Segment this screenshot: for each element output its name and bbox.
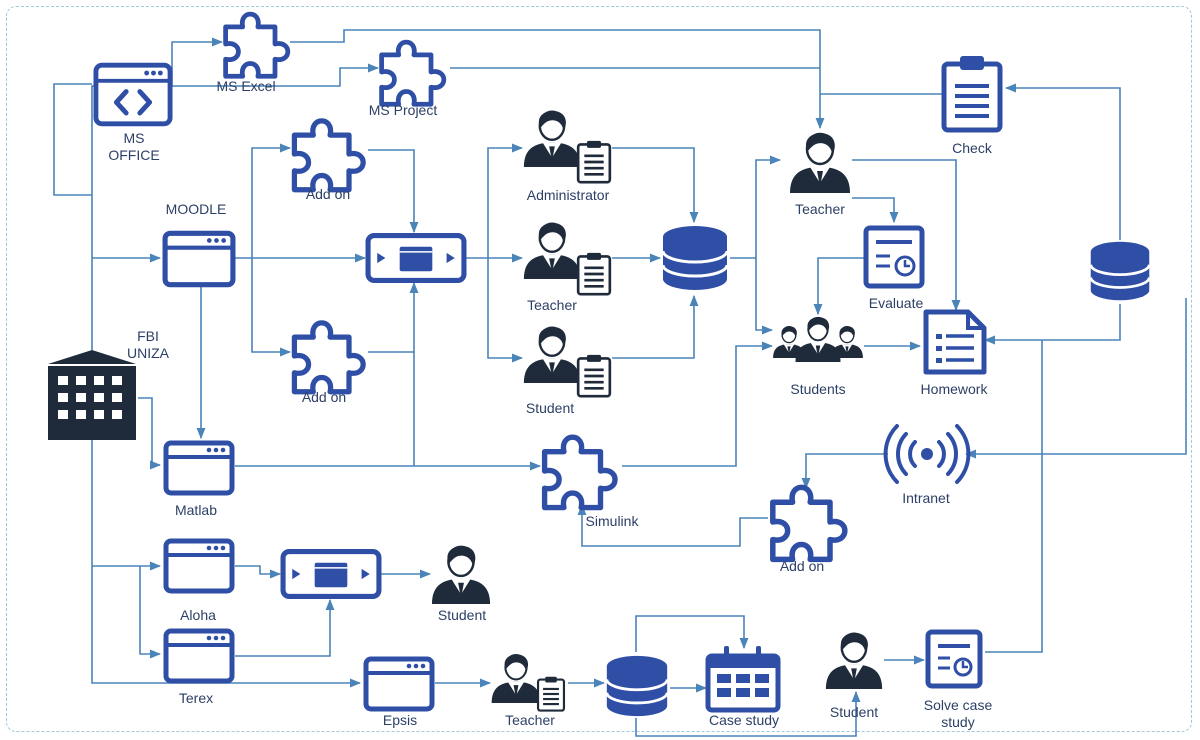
database-right-icon (1089, 240, 1151, 302)
ms-excel-label: MS Excel (216, 78, 276, 94)
add-on-top-puzzle-icon (294, 121, 363, 190)
terex-label: Terex (178, 690, 214, 706)
solve-case-study-label: Solve case study (923, 697, 993, 730)
students-label: Students (790, 381, 846, 397)
teacher-center-label: Teacher (527, 297, 577, 313)
teacher-center-clipboard-icon (576, 252, 612, 296)
calendar-icon (705, 646, 781, 713)
evaluate-label: Evaluate (868, 295, 924, 311)
homework-label: Homework (920, 381, 988, 397)
student-bottom-label: Student (829, 704, 879, 720)
broadcast-icon (883, 424, 971, 484)
student-aloha-person-icon (430, 544, 492, 606)
teacher-bottom-clipboard-icon (536, 676, 566, 712)
project-puzzle-icon (382, 42, 444, 104)
check-label: Check (952, 140, 992, 156)
building-icon (48, 350, 136, 440)
student-bottom-person-icon (824, 631, 884, 691)
aloha-window-icon (166, 541, 232, 591)
add-on-top-label: Add on (305, 186, 351, 202)
students-group-icon (772, 316, 864, 364)
administrator-clipboard-icon (576, 140, 612, 184)
aloha-label: Aloha (180, 607, 216, 623)
database-bottom-icon (605, 654, 669, 718)
teacher-right-person-icon (788, 131, 852, 194)
code-window-icon (96, 65, 170, 124)
database-center-icon (661, 224, 729, 292)
matlab-label: Matlab (174, 502, 218, 518)
ms-project-label: MS Project (368, 102, 438, 118)
document-icon (923, 309, 987, 375)
report-icon (863, 225, 925, 289)
teacher-center-person-icon (522, 221, 582, 281)
epsis-label: Epsis (382, 712, 418, 728)
ms-office-label: MS OFFICE (108, 130, 160, 163)
moodle-label: MOODLE (165, 201, 227, 217)
teacher-right-label: Teacher (795, 201, 845, 217)
solve-report-icon (925, 629, 983, 689)
connectors (53, 29, 1187, 737)
case-study-label: Case study (708, 712, 780, 728)
student-center-clipboard-icon (576, 354, 612, 398)
dashed-frame (6, 6, 1192, 732)
excel-puzzle-icon (226, 14, 288, 76)
administrator-person-icon (522, 109, 582, 169)
add-on-right-label: Add on (779, 558, 825, 574)
add-on-mid-puzzle-icon (294, 323, 363, 392)
moodle-window-icon (165, 233, 233, 284)
clipboard-icon (941, 56, 1003, 133)
simulink-label: Simulink (585, 513, 639, 529)
administrator-label: Administrator (526, 187, 610, 203)
aloha-process-icon (283, 552, 379, 597)
student-center-label: Student (525, 400, 575, 416)
add-on-mid-label: Add on (301, 389, 347, 405)
matlab-window-icon (166, 443, 232, 493)
teacher-bottom-label: Teacher (505, 712, 555, 728)
student-aloha-label: Student (437, 607, 487, 623)
intranet-label: Intranet (902, 490, 950, 506)
moodle-process-icon (368, 236, 464, 281)
simulink-puzzle-icon (545, 437, 615, 507)
fbi-uniza-label: FBI UNIZA (127, 328, 169, 361)
terex-window-icon (166, 631, 232, 681)
add-on-right-puzzle-icon (773, 487, 845, 559)
teacher-bottom-person-icon (490, 653, 542, 705)
epsis-window-icon (366, 659, 432, 709)
student-center-person-icon (522, 325, 582, 385)
